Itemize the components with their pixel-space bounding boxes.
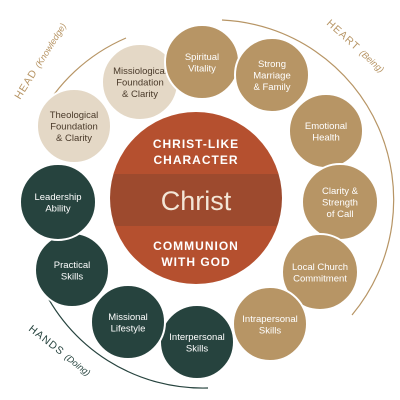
marriage-label-line: Strong	[258, 59, 286, 70]
missiological-label-line: & Clarity	[122, 89, 158, 100]
marriage-label-line: Marriage	[253, 71, 291, 82]
missiological-label-line: Missiological	[113, 66, 167, 77]
missional-disc	[90, 284, 166, 360]
theological-disc	[36, 88, 112, 164]
interpersonal-label-line: Skills	[186, 343, 208, 354]
hands-arc	[39, 281, 209, 389]
heart-arc	[221, 19, 395, 316]
intrapersonal-label-line: Intrapersonal	[242, 314, 297, 325]
theological-label-line: Foundation	[50, 122, 98, 133]
missiological-label-line: Foundation	[116, 78, 164, 89]
interpersonal-label-line: Interpersonal	[169, 332, 224, 343]
local_church-label-line: Commitment	[293, 273, 347, 284]
leadership-disc	[19, 163, 97, 241]
practical-label-line: Practical	[54, 260, 90, 271]
marriage-label-line: & Family	[254, 82, 291, 93]
leadership-label-line: Leadership	[34, 192, 81, 203]
local_church-disc	[281, 233, 359, 311]
core-bottom-line2: WITH GOD	[161, 255, 230, 269]
core-middle: Christ	[161, 186, 232, 216]
leadership-label-line: Ability	[45, 203, 71, 214]
theological-label-line: Theological	[50, 110, 99, 121]
calling-label-line: of Call	[327, 209, 354, 220]
spiritual-label-line: Spiritual	[185, 52, 219, 63]
calling-label-line: Clarity &	[322, 186, 359, 197]
core-bottom-line1: COMMUNION	[153, 239, 239, 253]
local_church-label-line: Local Church	[292, 262, 348, 273]
heart-label: HEART(Being)	[324, 17, 387, 75]
intrapersonal-label-line: Skills	[259, 325, 281, 336]
head-label: HEAD(Knowledge)	[12, 21, 69, 102]
spiritual-label-line: Vitality	[188, 63, 216, 74]
emotional-label-line: Emotional	[305, 121, 347, 132]
core-top-line2: CHARACTER	[154, 153, 239, 167]
emotional-label-line: Health	[312, 132, 339, 143]
calling-label-line: Strength	[322, 198, 358, 209]
core-top-line1: CHRIST-LIKE	[153, 137, 239, 151]
practical-label-line: Skills	[61, 271, 83, 282]
marriage-disc	[234, 37, 310, 113]
intrapersonal-disc	[232, 286, 308, 362]
missional-label-line: Missional	[108, 312, 148, 323]
missional-label-line: Lifestyle	[111, 323, 146, 334]
hands-label: HANDS(Doing)	[26, 323, 93, 379]
theological-label-line: & Clarity	[56, 133, 92, 144]
